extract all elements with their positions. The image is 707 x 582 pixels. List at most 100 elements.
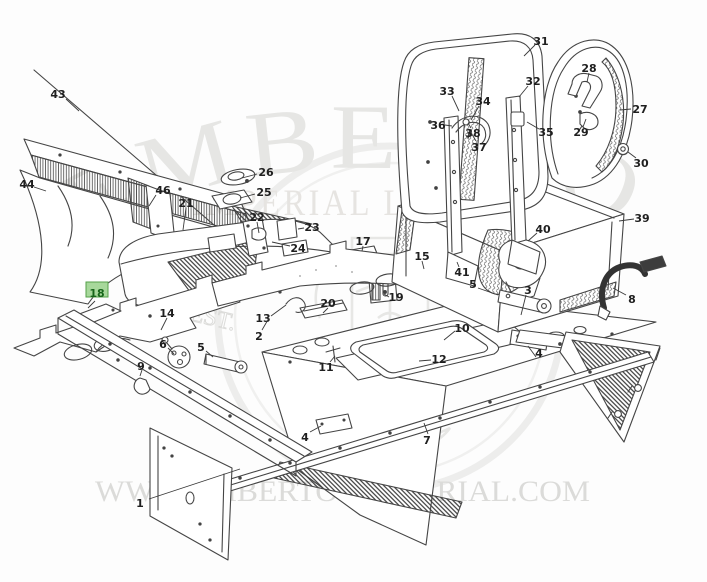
leader-line-27 bbox=[619, 108, 632, 111]
part-6-drawing bbox=[161, 336, 191, 369]
leader-line-14 bbox=[160, 317, 168, 331]
leader-line-20 bbox=[322, 307, 329, 314]
leader-line-44 bbox=[33, 186, 47, 192]
part-label-23: 23 bbox=[304, 221, 319, 234]
leader-line-35 bbox=[526, 121, 540, 130]
part-11-drawing bbox=[325, 345, 341, 363]
part-label-11: 11 bbox=[318, 361, 333, 374]
leader-line-5 bbox=[477, 287, 499, 296]
part-label-3: 3 bbox=[524, 284, 532, 297]
part-23-drawing bbox=[276, 217, 298, 241]
part-label-18[interactable]: 18 bbox=[89, 287, 104, 300]
part-label-5: 5 bbox=[197, 341, 205, 354]
part-5-drawing bbox=[203, 289, 552, 374]
part-label-21: 21 bbox=[178, 197, 193, 210]
leader-line-9 bbox=[139, 369, 143, 377]
leader-line-13 bbox=[270, 304, 287, 317]
part-label-22: 22 bbox=[249, 211, 264, 224]
part-label-46: 46 bbox=[155, 184, 171, 197]
leader-line-36 bbox=[444, 124, 453, 127]
part-28-drawing bbox=[567, 72, 603, 109]
part-label-39: 39 bbox=[634, 212, 649, 225]
part-label-33: 33 bbox=[439, 85, 454, 98]
leader-line-28 bbox=[586, 72, 590, 83]
part-29-drawing bbox=[577, 111, 599, 133]
diagram-art bbox=[13, 33, 667, 561]
leader-line-26 bbox=[241, 173, 258, 179]
part-label-44: 44 bbox=[19, 178, 35, 191]
leader-line-5 bbox=[205, 350, 214, 358]
left-sill-drawing bbox=[57, 309, 313, 561]
leader-line-25 bbox=[239, 193, 256, 199]
part-label-38: 38 bbox=[465, 127, 480, 140]
part-26-drawing bbox=[220, 168, 256, 186]
part-label-4: 4 bbox=[301, 431, 309, 444]
part-label-26: 26 bbox=[258, 166, 274, 179]
part-20-drawing bbox=[299, 299, 348, 319]
leader-line-18 bbox=[87, 300, 96, 309]
part-label-9: 9 bbox=[137, 360, 145, 373]
leader-line-32 bbox=[518, 85, 529, 98]
part-label-30: 30 bbox=[633, 157, 649, 170]
leader-line-17 bbox=[361, 245, 364, 252]
part-label-29: 29 bbox=[573, 126, 588, 139]
leader-line-41 bbox=[456, 261, 460, 268]
leader-line-2 bbox=[261, 317, 270, 331]
part-label-4: 4 bbox=[535, 347, 543, 360]
part-label-35: 35 bbox=[538, 126, 553, 139]
part-30-drawing bbox=[616, 142, 630, 156]
leader-line-39 bbox=[618, 218, 635, 222]
leader-line-21 bbox=[182, 207, 187, 231]
part-label-14: 14 bbox=[159, 307, 175, 320]
part-label-1: 1 bbox=[136, 497, 144, 510]
leader-line-7 bbox=[423, 422, 429, 435]
part-label-12: 12 bbox=[431, 353, 446, 366]
part-label-19: 19 bbox=[388, 291, 403, 304]
leader-line-29 bbox=[582, 118, 587, 128]
highlight-box-18[interactable] bbox=[85, 281, 109, 298]
leader-line-46 bbox=[148, 194, 157, 207]
part-label-34: 34 bbox=[475, 95, 491, 108]
leader-line-3 bbox=[520, 294, 527, 316]
leader-line-15 bbox=[421, 260, 425, 270]
part-label-25: 25 bbox=[256, 186, 271, 199]
part-label-20: 20 bbox=[320, 297, 336, 310]
part-label-41: 41 bbox=[454, 266, 469, 279]
part-13-drawing bbox=[285, 297, 306, 313]
leader-line-4 bbox=[527, 345, 537, 358]
part-label-43: 43 bbox=[50, 88, 65, 101]
part-label-40: 40 bbox=[535, 223, 551, 236]
leader-line-33 bbox=[451, 95, 460, 112]
part-label-32: 32 bbox=[525, 75, 540, 88]
leader-line-31 bbox=[523, 44, 536, 57]
part-label-5: 5 bbox=[469, 278, 477, 291]
leader-line-22 bbox=[256, 221, 260, 234]
leader-line-38 bbox=[467, 122, 472, 129]
part-label-17: 17 bbox=[355, 235, 370, 248]
leader-line-4 bbox=[309, 425, 322, 433]
leader-line-8 bbox=[612, 287, 627, 296]
leader-line-10 bbox=[443, 330, 456, 341]
part-9-drawing bbox=[133, 377, 151, 395]
leader-line-30 bbox=[627, 151, 637, 159]
leader-line-40 bbox=[527, 232, 538, 242]
leader-line-37 bbox=[469, 130, 477, 142]
part-24-drawing bbox=[242, 217, 269, 257]
part-label-36: 36 bbox=[430, 119, 446, 132]
part-label-37: 37 bbox=[471, 141, 486, 154]
part-label-8: 8 bbox=[628, 293, 636, 306]
leader-line-23 bbox=[297, 227, 305, 230]
leader-line-1 bbox=[148, 468, 241, 500]
leader-line-6 bbox=[167, 347, 175, 355]
part-label-10: 10 bbox=[454, 322, 470, 335]
leader-line-34 bbox=[470, 105, 480, 121]
part-label-7: 7 bbox=[423, 434, 431, 447]
leader-line-11 bbox=[329, 355, 336, 363]
seat-frame-drawing bbox=[443, 95, 541, 287]
part-label-28: 28 bbox=[581, 62, 596, 75]
leader-line-19 bbox=[383, 293, 390, 298]
part-label-27: 27 bbox=[632, 103, 647, 116]
part-label-31: 31 bbox=[533, 35, 548, 48]
